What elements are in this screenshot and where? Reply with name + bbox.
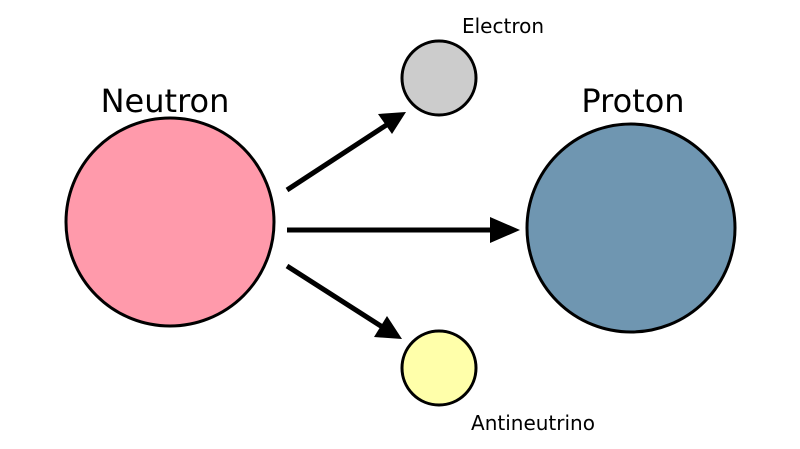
antineutrino-label: Antineutrino xyxy=(471,411,595,435)
proton-circle xyxy=(525,122,737,334)
neutron-circle xyxy=(64,116,276,328)
antineutrino-circle xyxy=(400,329,478,407)
neutron-label: Neutron xyxy=(101,82,230,120)
electron-label: Electron xyxy=(462,14,544,38)
electron-circle xyxy=(400,39,478,117)
arrow-to-antineutrino xyxy=(285,263,402,339)
arrow-to-proton xyxy=(287,217,520,243)
arrow-to-electron xyxy=(285,112,406,193)
proton-label: Proton xyxy=(581,82,684,120)
